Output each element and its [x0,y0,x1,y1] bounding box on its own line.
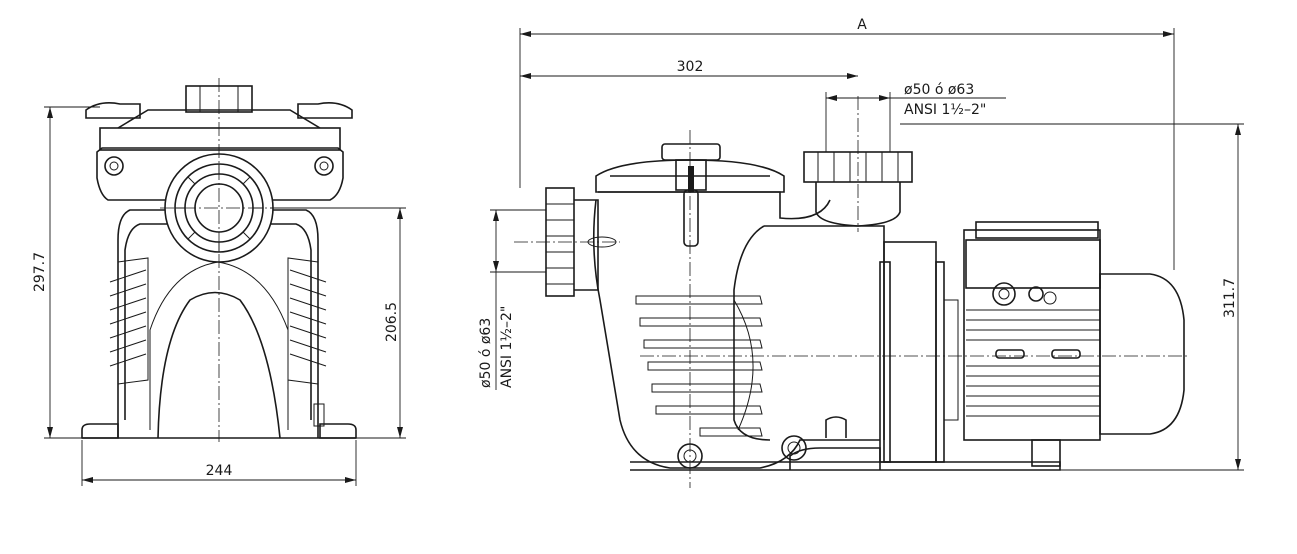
overall-length-label: A [857,17,867,33]
front-width-label: 244 [206,463,233,479]
outlet-connection-line1: ø50 ó ø63 [904,82,974,98]
side-view: A 302 ø50 ó ø63 ANSI 1½–2" ø50 ó ø63 ANS… [478,17,1244,488]
front-axis-height-label: 206.5 [384,302,400,342]
outlet-connection-line2: ANSI 1½–2" [904,102,986,118]
inlet-connection-line1: ø50 ó ø63 [478,318,494,388]
front-height-label: 297.7 [32,252,48,292]
front-view: 297.7 206.5 244 [32,78,406,486]
inlet-outlet-distance-label: 302 [677,59,704,75]
total-height-label: 311.7 [1222,278,1238,318]
inlet-connection-line2: ANSI 1½–2" [499,306,515,388]
